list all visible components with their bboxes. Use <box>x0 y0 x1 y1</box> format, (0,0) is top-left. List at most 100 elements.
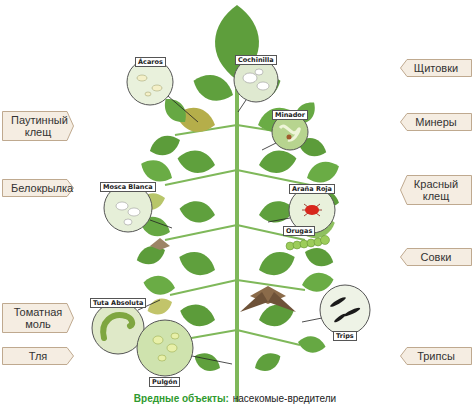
pest-insects-part <box>305 205 319 215</box>
leader-lines-part <box>238 100 246 112</box>
leaves-part <box>252 349 284 376</box>
leaves-part <box>177 300 217 330</box>
pest-label: Orugas <box>286 227 312 235</box>
leaves-part <box>189 69 237 106</box>
pest-name: Паутинный клещ <box>11 114 65 138</box>
pest-label: Pulgón <box>152 378 177 386</box>
pest-insects-part <box>145 92 151 96</box>
pest-insects-part-part <box>158 355 166 361</box>
leaves-part <box>176 147 217 176</box>
pest-insects-part <box>103 315 132 338</box>
leaves-part <box>297 334 327 355</box>
pest-label: Ácaros <box>138 58 163 66</box>
pest-tag: Orugas <box>283 226 315 236</box>
pest-insects-part <box>152 85 162 91</box>
box-shape <box>401 60 472 77</box>
caption: Вредные объекты: <box>134 393 229 404</box>
pest-label: Trips <box>336 332 354 340</box>
pest-circles-part <box>127 59 173 105</box>
pest-tag: Araña Roja <box>289 184 335 194</box>
pest-insects-part-part <box>286 242 294 250</box>
pest-name-box: Тля <box>2 347 74 365</box>
leaves-part <box>257 147 298 176</box>
pest-insects-part-part <box>333 313 347 324</box>
pest-insects-part-part <box>300 240 308 248</box>
pest-insects-part-part <box>153 336 163 344</box>
pest-name: Минеры <box>409 116 463 128</box>
pest-name: Красный клещ <box>409 178 463 202</box>
box-shape <box>401 348 472 365</box>
leaves-part <box>145 295 175 318</box>
pest-tag: Cochinilla <box>235 55 277 65</box>
pest-insects-part <box>153 333 179 361</box>
pest-name: Тля <box>11 350 65 362</box>
box-shape <box>401 249 472 266</box>
pest-insects-part <box>124 219 132 225</box>
caption-text: насекомые-вредители <box>233 393 336 404</box>
leaves <box>134 5 343 375</box>
pest-insects-part-part <box>304 204 320 216</box>
leader-lines-part <box>168 96 198 122</box>
pest-insects-part-part <box>329 296 347 308</box>
pest-circles-part <box>137 320 193 376</box>
box-shape <box>401 114 472 131</box>
pest-label: Mosca Blanca <box>103 183 153 191</box>
stem-part <box>170 280 237 295</box>
pest-label: Tuta Absoluta <box>93 299 143 307</box>
pest-name-box: Минеры <box>400 113 472 131</box>
pest-circles <box>92 58 370 376</box>
pest-tag: Mosca Blanca <box>100 182 156 192</box>
pest-insects-part <box>280 126 299 140</box>
box-shape <box>3 112 74 141</box>
pest-insects <box>103 69 361 361</box>
pest-tag: Ácaros <box>135 57 166 67</box>
pest-insects-part <box>137 75 147 81</box>
pest-insects-part-part <box>304 204 320 216</box>
leader-lines-part <box>268 218 290 222</box>
leader-lines-part <box>302 318 322 322</box>
stem-part <box>237 330 300 345</box>
pest-insects-part <box>268 292 296 312</box>
leaves-part <box>175 247 218 281</box>
box-shape <box>3 180 74 197</box>
pest-tag: Pulgón <box>149 377 180 387</box>
pest-name: Томатная моль <box>11 306 65 330</box>
pest-insects-part <box>240 292 268 312</box>
leaves-part <box>178 198 217 225</box>
pest-insects-part <box>286 236 330 251</box>
leader-lines-part <box>262 143 276 150</box>
pest-tag: Tuta Absoluta <box>90 298 146 308</box>
leaves-part <box>304 157 343 187</box>
pest-insects-part-part <box>167 344 177 352</box>
box-shape <box>3 348 74 365</box>
leader-lines-part <box>150 220 172 228</box>
pest-insects-part-part <box>321 236 330 245</box>
pest-name: Совки <box>409 251 463 263</box>
pest-name-box: Трипсы <box>400 347 472 365</box>
pest-name-box: Совки <box>400 248 472 266</box>
leaves-part <box>191 349 223 376</box>
pest-circles-part <box>92 302 144 354</box>
pest-name: Трипсы <box>409 350 463 362</box>
pest-name-box: Красный клещ <box>400 175 472 205</box>
pest-tag: Trips <box>333 331 357 341</box>
pest-insects-part <box>128 208 140 216</box>
pest-insects-part <box>150 238 170 250</box>
leader-lines-part <box>192 356 232 364</box>
stem-part <box>165 225 237 240</box>
pest-label: Cochinilla <box>238 56 274 64</box>
pest-name-box: Щитовки <box>400 59 472 77</box>
leaves-part <box>147 131 183 160</box>
box-shape <box>401 176 472 205</box>
pest-insects-part <box>287 135 292 140</box>
pest-insects-part <box>302 204 322 216</box>
pest-circles-part <box>320 285 370 335</box>
pest-insects-part-part <box>293 241 301 249</box>
pest-label: Araña Roja <box>292 185 332 193</box>
pest-tag: Minador <box>272 110 308 120</box>
pest-name: Белокрылка <box>11 182 65 194</box>
pest-insects-part-part <box>307 239 315 247</box>
pest-name-box: Белокрылка <box>2 179 74 197</box>
